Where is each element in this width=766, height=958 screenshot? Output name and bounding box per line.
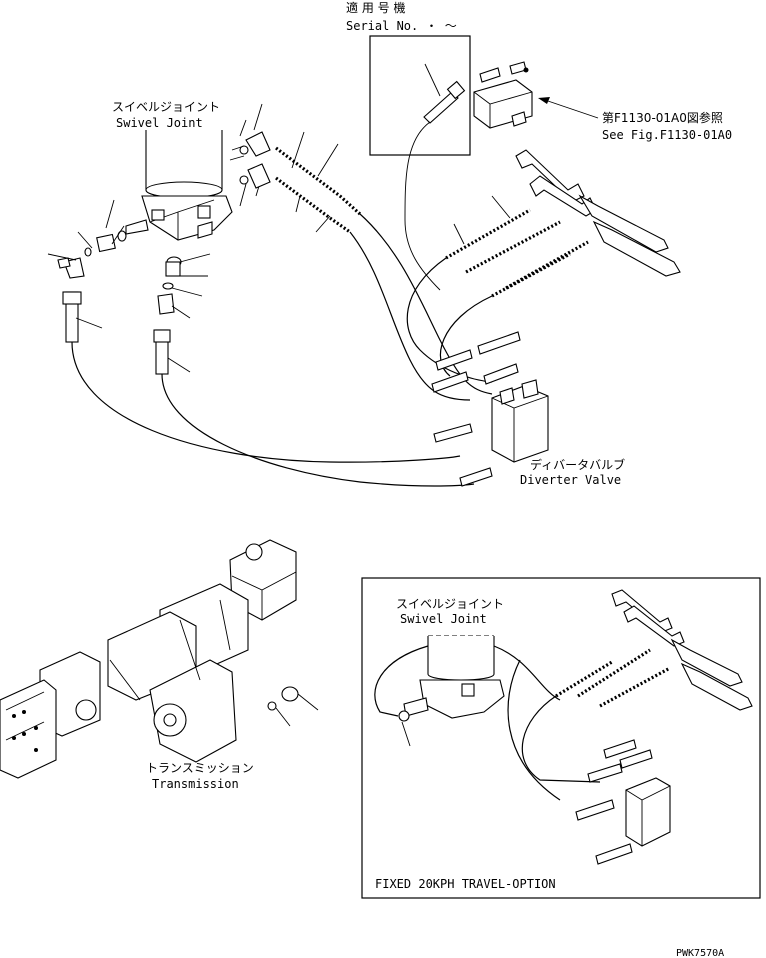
- swivel-elbows: [229, 131, 271, 189]
- swivel-joint-main: [125, 130, 233, 241]
- serial-box: [369, 35, 471, 156]
- option-panel-frame: [361, 577, 761, 899]
- diverter-valve-label-jp: ディバータバルブ: [530, 457, 625, 472]
- reference-valve: [473, 61, 533, 129]
- serial-note-en: Serial No. ・ ～: [346, 19, 457, 33]
- serial-note-jp: 適 用 号 機: [346, 0, 405, 15]
- reference-arrow: [538, 97, 599, 119]
- reference-note-en: See Fig.F1130-01A0: [602, 128, 732, 142]
- option-panel-caption: FIXED 20KPH TRAVEL-OPTION: [375, 877, 556, 891]
- transmission-fittings: [267, 686, 319, 727]
- drawing-code: PWK7570A: [676, 948, 724, 958]
- serial-box-bolt: [404, 63, 466, 291]
- reference-note-jp: 第F1130-01A0図参照: [602, 110, 723, 125]
- option-diverter-valve: [575, 739, 671, 865]
- diverter-valve-main: [431, 331, 549, 463]
- option-hose-group: [507, 589, 753, 801]
- transmission-assembly: [0, 539, 297, 779]
- diverter-valve-label-en: Diverter Valve: [520, 473, 621, 487]
- transmission-label-jp: トランスミッション: [146, 761, 254, 775]
- swivel-joint-label-en: Swivel Joint: [116, 116, 203, 130]
- option-swivel-label-en: Swivel Joint: [400, 612, 487, 626]
- transmission-label-en: Transmission: [152, 777, 239, 791]
- swivel-joint-label-jp: スイベルジョイント: [112, 100, 220, 114]
- option-swivel-label-jp: スイベルジョイント: [396, 597, 504, 611]
- swivel-fittings: [57, 230, 182, 375]
- option-swivel-joint: [374, 635, 561, 747]
- hose-group-swivel: [275, 131, 493, 401]
- swivel-leaders: [47, 103, 263, 373]
- hose-group-right: [406, 149, 681, 383]
- hose-long-loops: [71, 341, 493, 487]
